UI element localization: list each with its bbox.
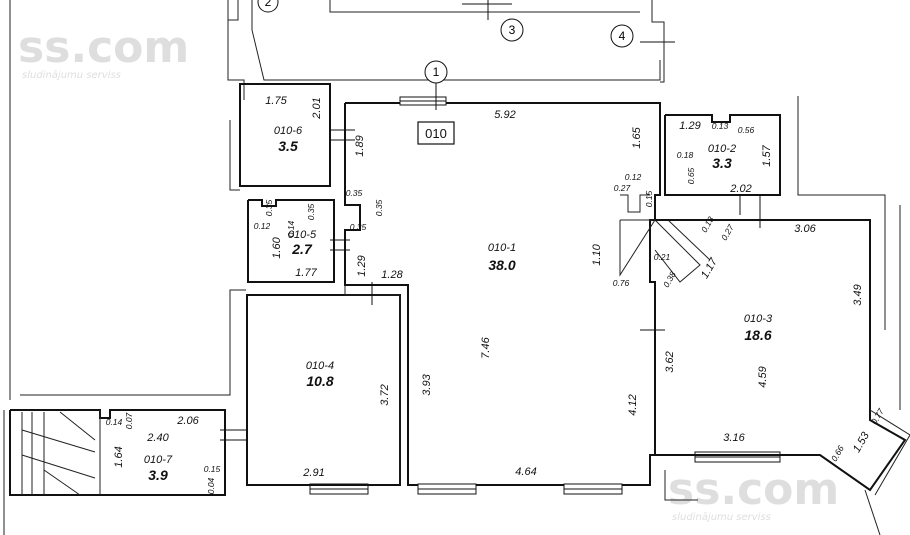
room-010-1-area: 38.0 (488, 257, 515, 273)
dim-r1-right-lower: 4.12 (627, 394, 639, 415)
room-010-1-id: 010-1 (488, 242, 516, 254)
dim-r5-n035b: 0.35 (306, 203, 316, 220)
dim-r3-mid: 4.59 (757, 366, 769, 387)
marker-1-label: 1 (433, 65, 440, 79)
room-010-2-area: 3.3 (712, 155, 732, 171)
dim-r1-n128: 1.28 (381, 269, 403, 281)
dim-r1-n015: 0.15 (644, 190, 654, 207)
marker-4: 4 (610, 24, 634, 48)
dim-r1-n035c: 0.35 (350, 222, 367, 232)
marker-2: 2 (257, 0, 279, 13)
room-010-6 (239, 83, 331, 187)
dim-r1-bottom: 4.64 (515, 466, 536, 478)
window-top (399, 96, 447, 106)
dim-r2-top: 1.29 (679, 120, 700, 132)
dim-r6-side: 2.01 (311, 97, 323, 119)
dim-r4-bottom: 2.91 (302, 467, 324, 479)
watermark-tagline: sludinājumu serviss (22, 70, 121, 81)
dim-r2-n013: 0.13 (712, 121, 729, 131)
dim-r1-n035b: 0.35 (374, 199, 384, 216)
dim-r1-n035a: 0.35 (346, 188, 363, 198)
dim-r1-n038: 0.38 (661, 270, 678, 290)
dim-r1-n076: 0.76 (613, 278, 630, 288)
dim-r1-n129: 1.29 (356, 255, 368, 276)
room-labels: 010-1 38.0 010-2 3.3 010-3 18.6 010-4 10… (144, 125, 773, 483)
dim-r7-n004: 0.04 (206, 477, 216, 494)
dim-r7-mid: 2.40 (146, 432, 169, 444)
room-010-3 (655, 219, 910, 496)
room-010-2-id: 010-2 (708, 143, 736, 155)
watermark-bottom-right: ss.com sludinājumu serviss (668, 464, 839, 523)
dim-r7-n014: 0.14 (106, 417, 123, 427)
room-010-4 (246, 294, 401, 486)
dim-r5-n014: 0.14 (286, 220, 296, 237)
dim-r5-bottom: 1.77 (295, 267, 317, 279)
dim-r1-left-lower: 3.93 (421, 373, 433, 395)
room-010-3-area: 18.6 (744, 327, 771, 343)
dim-r2-side: 1.57 (761, 144, 773, 166)
dim-r1-top: 5.92 (494, 109, 515, 121)
dim-r7-n007: 0.07 (124, 412, 134, 429)
dim-r3-bottom: 3.16 (723, 432, 745, 444)
watermark-top-left: ss.com sludinājumu serviss (18, 22, 189, 81)
dim-r1-right-upper: 1.65 (631, 126, 643, 148)
watermark-brand: ss.com (18, 22, 189, 73)
dim-r3-left: 3.62 (664, 351, 676, 372)
room-010-1 (344, 102, 711, 486)
marker-2-label: 2 (265, 0, 272, 9)
apartment-code-box (417, 121, 455, 145)
dim-r5-n012: 0.12 (254, 221, 271, 231)
dim-r2-n018: 0.18 (677, 150, 694, 160)
marker-4-label: 4 (619, 29, 626, 43)
dim-r6-top: 1.75 (265, 95, 287, 107)
marker-3: 3 (500, 18, 524, 42)
dim-r4-side: 3.72 (379, 384, 391, 405)
room-010-6-area: 3.5 (278, 138, 298, 154)
room-010-5-area: 2.7 (291, 241, 313, 257)
dim-r3-n077: 0.77 (869, 407, 886, 427)
room-010-4-area: 10.8 (306, 373, 333, 389)
dim-r3-n066: 0.66 (829, 444, 846, 464)
dim-r1-n117: 1.17 (699, 255, 721, 280)
dim-r1-n012: 0.12 (625, 172, 642, 182)
dim-r2-n065: 0.65 (686, 167, 696, 184)
room-010-7-id: 010-7 (144, 454, 173, 466)
dim-r1-n027: 0.27 (614, 183, 631, 193)
dim-r7-side: 1.64 (113, 446, 125, 467)
dim-r2-n056: 0.56 (738, 125, 755, 135)
room-010-7 (9, 409, 226, 496)
dim-r5-n035a: 0.35 (264, 199, 274, 216)
room-010-5 (247, 199, 335, 283)
dim-r1-n021: 0.21 (654, 252, 671, 262)
room-010-5-id: 010-5 (288, 229, 317, 241)
marker-3-label: 3 (509, 23, 516, 37)
windows-bottom (309, 451, 781, 495)
door-ticks (220, 0, 761, 441)
apartment-code: 010 (425, 126, 447, 141)
watermark-brand-2: ss.com (668, 464, 839, 515)
dim-r1-n013: 0.13 (699, 215, 716, 235)
room-010-6-id: 010-6 (274, 125, 303, 137)
dim-r7-n015: 0.15 (204, 464, 221, 474)
stairs-icon (21, 411, 96, 496)
dim-r3-n153: 1.53 (851, 429, 873, 454)
room-010-3-id: 010-3 (744, 313, 773, 325)
dim-r3-top: 3.06 (794, 223, 816, 235)
dimension-labels: 5.92 1.65 1.89 0.35 0.35 0.35 0.12 0.27 … (106, 95, 886, 494)
building-outline (3, 0, 901, 535)
dim-r1-mid: 7.46 (480, 336, 492, 358)
dim-r1-left-upper: 1.89 (354, 135, 366, 156)
dim-r1-n110: 1.10 (591, 243, 603, 265)
dim-r1-n027b: 0.27 (719, 223, 736, 243)
room-010-7-area: 3.9 (148, 467, 168, 483)
marker-1: 1 (424, 60, 448, 110)
dim-r5-side: 1.60 (271, 236, 283, 258)
room-010-4-id: 010-4 (306, 360, 334, 372)
dim-r7-top: 2.06 (176, 415, 199, 427)
dim-r3-right: 3.49 (852, 284, 864, 305)
room-010-2 (664, 114, 781, 196)
dim-r2-bottom: 2.02 (729, 183, 751, 195)
watermark-tagline-2: sludinājumu serviss (672, 512, 771, 523)
